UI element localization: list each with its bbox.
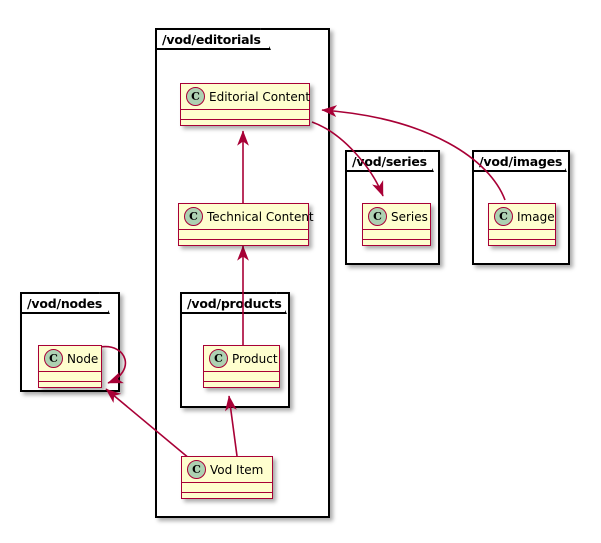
class-header-image: C Image xyxy=(489,204,555,230)
class-stereotype-icon: C xyxy=(209,349,228,368)
package-tab-vod-images: /vod/images xyxy=(472,150,567,172)
class-stereotype-icon: C xyxy=(44,349,63,368)
class-name-editorial-content: Editorial Content xyxy=(209,89,311,104)
class-name-node: Node xyxy=(67,351,99,366)
class-methods-compartment xyxy=(489,240,555,249)
package-tab-vod-editorials: /vod/editorials xyxy=(155,28,271,50)
package-tab-vod-nodes: /vod/nodes xyxy=(20,292,110,314)
class-methods-compartment xyxy=(363,240,430,249)
class-name-image: Image xyxy=(517,209,555,224)
class-header-vod-item: C Vod Item xyxy=(182,457,272,483)
class-methods-compartment xyxy=(182,493,272,502)
class-node[interactable]: C Node xyxy=(38,345,102,388)
package-tab-vod-series: /vod/series xyxy=(345,150,434,172)
class-attributes-compartment xyxy=(182,483,272,493)
class-name-technical-content: Technical Content xyxy=(207,209,314,224)
class-attributes-compartment xyxy=(179,230,308,240)
class-stereotype-icon: C xyxy=(184,207,203,226)
class-name-vod-item: Vod Item xyxy=(210,462,264,477)
package-tab-vod-products: /vod/products xyxy=(180,292,287,314)
class-vod-item[interactable]: C Vod Item xyxy=(181,456,273,499)
class-name-series: Series xyxy=(391,209,428,224)
class-technical-content[interactable]: C Technical Content xyxy=(178,203,314,249)
class-editorial-content[interactable]: C Editorial Content xyxy=(180,83,310,126)
class-product[interactable]: C Product xyxy=(203,345,280,388)
class-stereotype-icon: C xyxy=(368,207,387,226)
class-stereotype-icon: C xyxy=(494,207,513,226)
package-label-vod-images: /vod/images xyxy=(479,153,563,169)
class-header-technical-content: C Technical Content xyxy=(179,204,314,230)
class-series[interactable]: C Series xyxy=(362,203,431,246)
class-attributes-compartment xyxy=(181,110,309,120)
package-label-vod-nodes: /vod/nodes xyxy=(27,295,103,311)
class-methods-compartment xyxy=(204,382,279,391)
class-attributes-compartment xyxy=(39,372,101,382)
class-header-series: C Series xyxy=(363,204,430,230)
package-label-vod-products: /vod/products xyxy=(187,295,282,311)
class-attributes-compartment xyxy=(363,230,430,240)
class-name-product: Product xyxy=(232,351,278,366)
class-stereotype-icon: C xyxy=(186,87,205,106)
package-label-vod-series: /vod/series xyxy=(352,153,427,169)
package-label-vod-editorials: /vod/editorials xyxy=(162,31,261,47)
class-header-editorial-content: C Editorial Content xyxy=(181,84,311,110)
class-methods-compartment xyxy=(179,240,308,249)
class-header-node: C Node xyxy=(39,346,101,372)
class-image[interactable]: C Image xyxy=(488,203,556,246)
class-methods-compartment xyxy=(39,382,101,391)
class-attributes-compartment xyxy=(204,372,279,382)
class-methods-compartment xyxy=(181,120,309,129)
class-header-product: C Product xyxy=(204,346,279,372)
class-attributes-compartment xyxy=(489,230,555,240)
class-stereotype-icon: C xyxy=(187,460,206,479)
